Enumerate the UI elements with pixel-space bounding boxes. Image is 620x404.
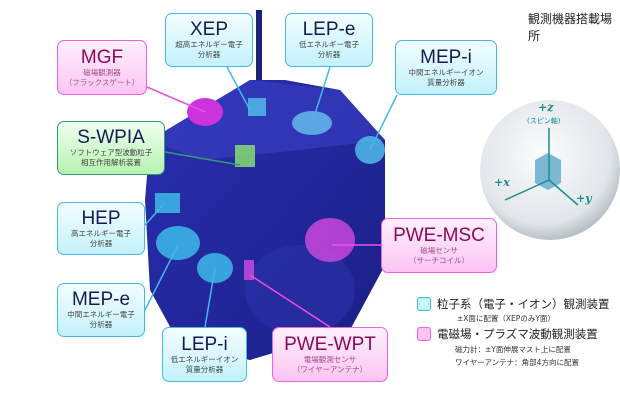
- instrument-name: MEP-e: [71, 289, 131, 310]
- legend-swatch-pink: [417, 327, 431, 341]
- legend-swatch-cyan: [417, 297, 431, 311]
- instrument-desc: 中間エネルギーイオン: [408, 67, 484, 77]
- instrument-name: S-WPIA: [77, 127, 145, 148]
- legend-note: ±X面に配置（XEPのみY面）: [457, 314, 555, 323]
- instrument-desc: （フラックスゲート）: [64, 77, 140, 87]
- legend-label: 電磁場・プラズマ波動観測装置: [437, 327, 598, 341]
- instrument-desc: 質量分析器: [185, 364, 224, 374]
- spacecraft-body: [145, 10, 385, 360]
- instrument-desc: （サーチコイル）: [409, 255, 469, 265]
- instrument-desc: 分析器: [89, 238, 113, 248]
- instrument-desc: 磁場センサ: [420, 245, 458, 255]
- instrument-desc: ソフトウェア型波動粒子: [69, 148, 153, 157]
- instrument-name: PWE-MSC: [393, 224, 485, 246]
- instrument-desc: 低エネルギー電子: [299, 40, 359, 49]
- instrument-desc: 相互作用解析装置: [81, 158, 141, 167]
- legend-note: 磁力計：±Y面伸展マスト上に配置: [455, 345, 571, 354]
- instrument-name: LEP-e: [302, 19, 356, 40]
- instrument-desc: 分析器: [317, 50, 341, 59]
- legend-note: ワイヤーアンテナ：角部4方向に配置: [455, 358, 579, 367]
- instrument-desc: 分析器: [89, 320, 113, 329]
- instrument-name: MEP-i: [420, 46, 472, 68]
- instrument-name: PWE-WPT: [284, 333, 376, 355]
- legend-label: 粒子系（電子・イオン）観測装置: [437, 297, 610, 311]
- instrument-desc: 低エネルギーイオン: [170, 354, 239, 364]
- leader-lines: [144, 66, 398, 328]
- instrument-desc: （ワイヤーアンテナ）: [292, 364, 368, 374]
- page-title: 観測機器搭載場所: [528, 12, 613, 43]
- axis-z-label: +z: [538, 101, 554, 114]
- instrument-name: HEP: [81, 207, 121, 229]
- axis-z-note: (スピン軸): [527, 117, 561, 125]
- instrument-desc: 質量分析器: [427, 77, 465, 87]
- axis-y-label: +y: [576, 192, 592, 205]
- instrument-desc: 磁場観測器: [83, 67, 121, 77]
- instrument-name: XEP: [189, 19, 229, 40]
- axis-x-label: +x: [494, 176, 510, 189]
- instrument-desc: 超高エネルギー電子: [175, 40, 243, 49]
- instrument-name: LEP-i: [181, 333, 228, 355]
- instrument-name: MGF: [80, 46, 124, 68]
- instrument-desc: 電場観測センサ: [303, 354, 357, 364]
- axis-diagram: [480, 100, 620, 240]
- instrument-desc: 中間エネルギー電子: [67, 310, 135, 319]
- instrument-desc: 分析器: [197, 50, 221, 59]
- instrument-desc: 高エネルギー電子: [71, 228, 131, 238]
